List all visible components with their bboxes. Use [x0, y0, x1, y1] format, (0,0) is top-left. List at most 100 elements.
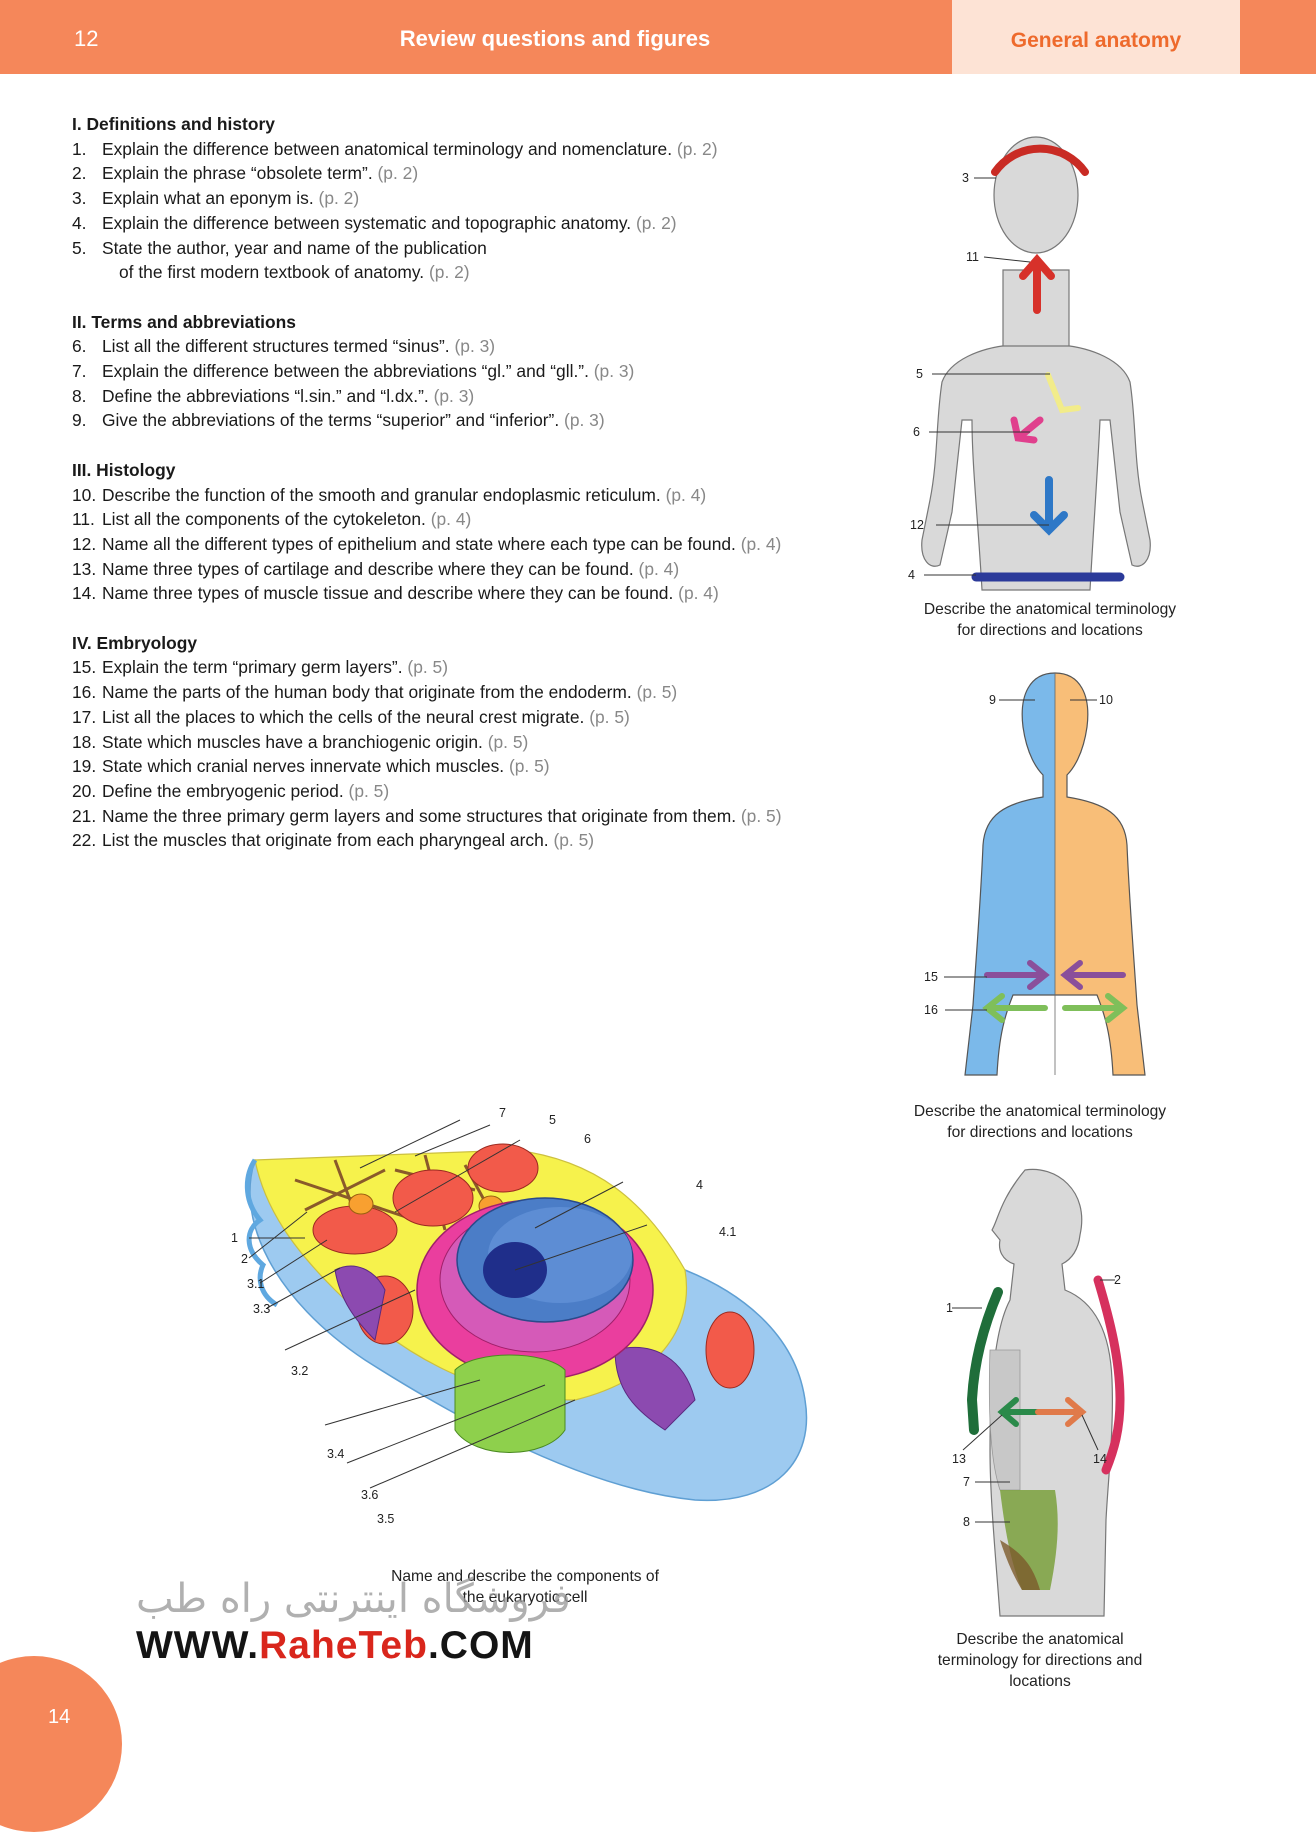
question-item: 7.Explain the difference between the abb…: [72, 359, 872, 384]
cell-label-5: 5: [549, 1113, 556, 1127]
question-text: Describe the function of the smooth and …: [102, 484, 661, 505]
page-reference: (p. 2): [377, 163, 419, 184]
page-reference: (p. 5): [553, 830, 595, 851]
question-item: 8. Define the abbreviations “l.sin.” and …: [72, 384, 872, 409]
front-label-12: 12: [910, 518, 924, 532]
question-number: 10.: [72, 484, 97, 505]
page-reference: (p. 2): [635, 212, 677, 233]
question-number: 7.: [72, 361, 87, 382]
question-item: 20.Define the embryogenic period. (p. 5): [72, 779, 872, 804]
figure-side-body: 1 2 13 14 7 8: [946, 1168, 1125, 1617]
question-number: 5.: [72, 237, 87, 258]
page-reference: (p. 3): [593, 361, 635, 382]
question-number: 15.: [72, 657, 97, 678]
question-number: 3.: [72, 188, 87, 209]
page-reference: (p. 3): [454, 336, 496, 357]
question-continuation: of the first modern textbook of anatomy.…: [119, 262, 470, 283]
female-body-caption: Describe the anatomical terminology for …: [913, 1103, 1167, 1141]
question-item: 5. State the author, year and name of the…: [72, 236, 872, 261]
page-reference: (p. 4): [740, 533, 782, 554]
side-label-2: 2: [1114, 1273, 1121, 1287]
cell-label-3-2: 3.2: [291, 1364, 308, 1378]
question-text: List all the different structures termed…: [102, 336, 450, 357]
watermark-persian: فروشگاه اینترنتی راه طب: [136, 1576, 571, 1622]
cell-label-6: 6: [584, 1132, 591, 1146]
question-text: State which cranial nerves innervate whi…: [102, 756, 505, 777]
question-item: 3. Explain what an eponym is. (p. 2): [72, 186, 872, 211]
side-body-caption: Describe the anatomical terminology for …: [937, 1631, 1143, 1690]
question-item: 2.Explain the phrase “obsolete term”. (p…: [72, 161, 872, 186]
front-label-11: 11: [966, 250, 979, 264]
section-heading: II. Terms and abbreviations: [72, 311, 296, 332]
footer-circle: [0, 1656, 122, 1832]
question-text: Define the embryogenic period.: [102, 780, 344, 801]
cell-label-3-6: 3.6: [361, 1488, 378, 1502]
cell-label-4-1: 4.1: [719, 1225, 736, 1239]
cell-label-2: 2: [241, 1252, 248, 1266]
page-reference: (p. 5): [407, 657, 448, 678]
question-item: 18.State which muscles have a branchioge…: [72, 730, 872, 755]
cell-label-3-3: 3.3: [253, 1302, 270, 1316]
page-reference: (p. 5): [487, 731, 529, 752]
section-heading: III. Histology: [72, 459, 176, 480]
question-item: 15.Explain the term “primary germ layers…: [72, 655, 872, 680]
question-text: Name three types of muscle tissue and de…: [102, 583, 674, 604]
question-text: Explain the difference between anatomica…: [102, 138, 673, 159]
section-heading: I. Definitions and history: [72, 114, 275, 134]
question-number: 9.: [72, 410, 87, 431]
question-number: 18.: [72, 731, 97, 752]
question-number: 11.: [72, 509, 95, 530]
front-label-4: 4: [908, 568, 915, 582]
front-body-caption: Describe the anatomical terminology for …: [923, 601, 1177, 639]
question-text: Define the abbreviations “l.sin.” and “l…: [102, 385, 429, 406]
question-number: 13.: [72, 558, 97, 579]
question-item: 1.Explain the difference between anatomi…: [72, 137, 872, 162]
page-reference: (p. 2): [318, 188, 360, 209]
side-label-7: 7: [963, 1475, 970, 1489]
question-text: Name all the different types of epitheli…: [102, 533, 736, 554]
section-tab: General anatomy: [952, 0, 1240, 74]
question-item: 17.List all the places to which the cell…: [72, 705, 872, 730]
front-label-3: 3: [962, 171, 969, 185]
female-label-9: 9: [989, 693, 996, 707]
question-text: List the muscles that originate from eac…: [102, 830, 549, 851]
review-questions: I. Definitions and history 1.Explain the …: [72, 112, 872, 878]
cell-label-4: 4: [696, 1178, 703, 1192]
header-title: Review questions and figures: [399, 26, 711, 51]
question-item: 10.Describe the function of the smooth a…: [72, 483, 872, 508]
female-label-10: 10: [1099, 693, 1113, 707]
question-text: State which muscles have a branchiogenic…: [102, 731, 483, 752]
side-label-8: 8: [963, 1515, 970, 1529]
cell-caption: Name and describe the components of the …: [391, 1568, 659, 1606]
watermark-url: WWW.RaheTeb.COM: [136, 1624, 534, 1667]
footer-page-number: 14: [48, 1706, 71, 1728]
question-item: 22.List the muscles that originate from …: [72, 828, 872, 853]
question-text: Explain what an eponym is.: [102, 188, 314, 209]
question-text: Explain the term “primary germ layers”.: [102, 657, 403, 678]
question-number: 14.: [72, 583, 97, 604]
cell-label-3-4: 3.4: [327, 1447, 344, 1461]
page-reference: (p. 4): [678, 583, 719, 604]
question-number: 19.: [72, 756, 97, 777]
page-reference: (p. 2): [428, 262, 470, 283]
question-number: 4.: [72, 212, 87, 233]
side-label-1: 1: [946, 1301, 953, 1315]
question-text: Explain the phrase “obsolete term”.: [102, 163, 373, 184]
figure-cell: 1 2 3.1 3.3 3.2 3.4 3.6 3.5 7 5 6 4 4.1: [231, 1106, 808, 1526]
figure-female-body: 9 10 15 16: [924, 672, 1146, 1076]
page-reference: (p. 3): [433, 385, 475, 406]
question-text: State the author, year and name of the p…: [102, 237, 487, 258]
question-number: 6.: [72, 336, 87, 357]
figure-front-body: 3 11 5 6 12 4: [908, 136, 1151, 591]
front-label-5: 5: [916, 367, 923, 381]
arrow-superior: [991, 144, 1089, 176]
question-section: I. Definitions and history 1.Explain the …: [72, 112, 872, 285]
question-number: 8.: [72, 385, 87, 406]
female-label-15: 15: [924, 970, 938, 984]
question-item: 12.Name all the different types of epith…: [72, 532, 872, 557]
page-reference: (p. 4): [430, 509, 472, 530]
question-text: Explain the difference between systemati…: [102, 212, 632, 233]
question-text: List all the places to which the cells o…: [102, 706, 585, 727]
question-item: 13.Name three types of cartilage and des…: [72, 557, 872, 582]
